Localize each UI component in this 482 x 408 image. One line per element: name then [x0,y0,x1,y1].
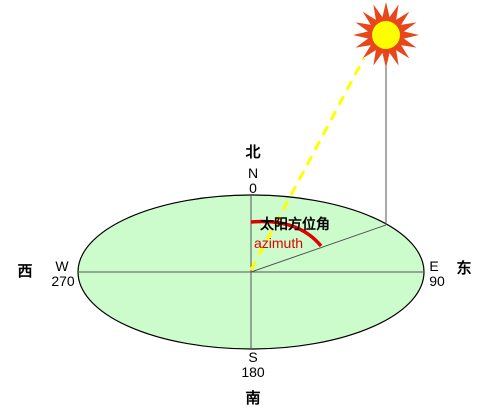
east-cn-label: 东 [456,259,471,277]
south-degrees: 180 [241,364,265,380]
sun-ray [249,57,366,271]
east-degrees: 90 [429,273,445,289]
north-letter: N [248,165,258,181]
east-letter: E [429,258,438,274]
sun-icon [353,2,419,68]
west-cn-label: 西 [17,262,32,280]
azimuth-arc [250,219,323,248]
north-degrees: 0 [249,180,257,196]
west-degrees: 270 [51,273,75,289]
south-letter: S [248,349,257,365]
north-cn-label: 北 [245,143,260,161]
sun-projection-line [250,224,387,273]
azimuth-cn-label: 太阳方位角 [260,216,330,233]
south-cn-label: 南 [245,389,260,407]
azimuth-en-label: azimuth [254,235,303,251]
west-letter: W [55,258,69,274]
